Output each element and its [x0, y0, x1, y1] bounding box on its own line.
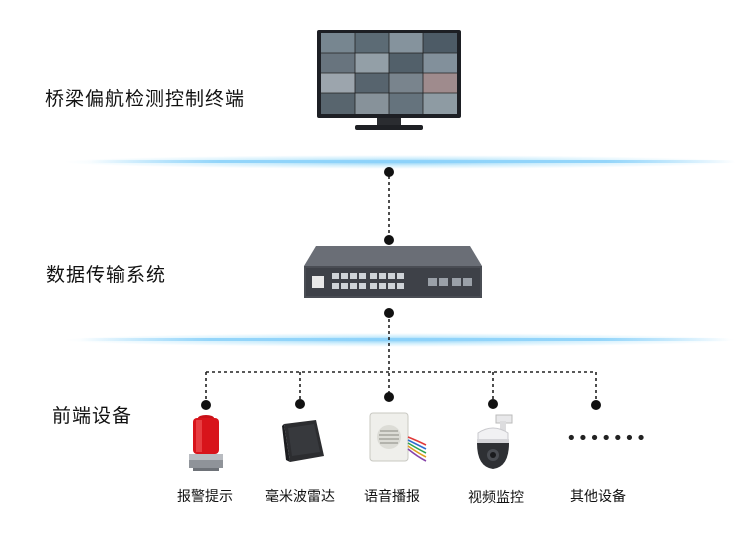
node-top — [384, 167, 394, 177]
monitor-icon — [317, 30, 461, 130]
device-label-alarm: 报警提示 — [177, 489, 233, 505]
device-label-other: 其他设备 — [570, 489, 626, 505]
separator-line-bottom — [80, 338, 730, 341]
layer-label-terminal: 桥梁偏航检测控制终端 — [45, 88, 246, 110]
node-device-camera — [488, 399, 498, 409]
layer-label-transmission: 数据传输系统 — [46, 264, 167, 286]
separator-line-top — [90, 160, 735, 163]
device-label-camera: 视频监控 — [468, 490, 524, 506]
layer-label-frontend: 前端设备 — [52, 405, 133, 427]
network-switch-icon — [304, 246, 482, 298]
ptz-camera-icon — [477, 414, 513, 469]
node-switch-top — [384, 235, 394, 245]
device-label-radar: 毫米波雷达 — [265, 489, 335, 505]
speaker-icon — [369, 412, 427, 462]
node-switch-bottom — [384, 308, 394, 318]
ellipsis-icon: ••••••• — [566, 428, 648, 449]
radar-sensor-icon — [282, 420, 324, 462]
node-device-other — [591, 400, 601, 410]
device-label-speaker: 语音播报 — [364, 489, 420, 505]
node-device-radar — [295, 399, 305, 409]
node-device-alarm — [201, 400, 211, 410]
node-device-speaker — [384, 392, 394, 402]
alarm-light-icon — [189, 415, 223, 471]
